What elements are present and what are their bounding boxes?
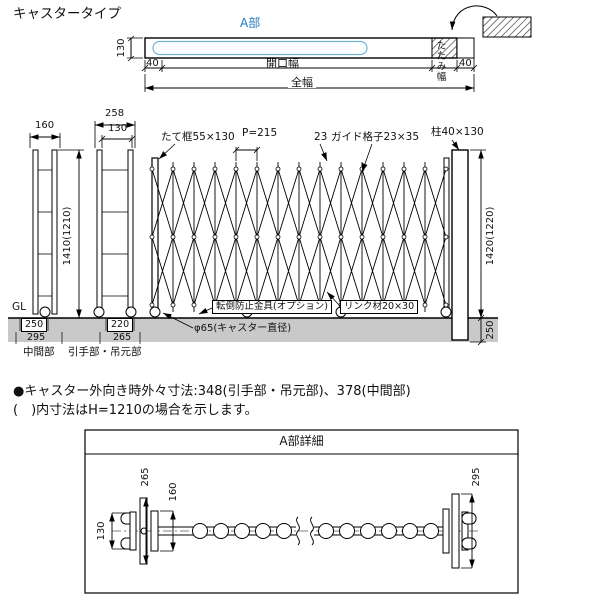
end-post-inner-dim: 130 [108,123,128,134]
plan-view-drawing [127,5,532,92]
plan-right-margin-dim: 40 [459,58,472,69]
plan-opening-width-label: 開口幅 [266,57,299,70]
plan-left-margin-dim: 40 [146,58,159,69]
mid-post-width-dim: 160 [35,120,55,131]
mid-base-width-dim: 250 [21,318,48,332]
page-title: キャスタータイプ [13,6,121,22]
end-section-label: 引手部・吊元部 [68,346,142,358]
note-outer-dimensions: ●キャスター外向き時外々寸法:348(引手部・吊元部)、378(中間部) [13,384,411,399]
plan-section-a-label: A部 [240,16,261,30]
tipover-bracket-callout: 転倒防止金具(オプション) [212,300,332,314]
detail-dim-160: 160 [168,482,179,502]
stile-spec-label: たて框55×130 [161,131,235,143]
pillar-height-dim: 1420(1220) [485,206,496,266]
plan-height-dim: 130 [116,38,127,58]
link-member-callout: リンク材20×30 [340,300,419,314]
gate-height-dim: 1410(1210) [62,206,73,266]
mid-section-label: 中間部 [23,346,55,358]
lattice-width-dim: 23 [314,131,328,143]
end-post-width-dim: 258 [105,108,125,119]
mid-base-outer-dim: 295 [27,332,46,343]
end-base-width-dim: 220 [107,318,134,332]
detail-title: A部詳細 [279,434,324,448]
elevation-drawing [8,121,498,346]
detail-drawing [84,429,519,594]
plan-total-width-label: 全幅 [288,77,316,88]
note-parenthesis: ( )内寸法はH=1210の場合を示します。 [13,403,258,418]
detail-dim-265: 265 [140,467,151,487]
caster-diameter-label: φ65(キャスター直径) [194,323,292,334]
pillar-spec-label: 柱40×130 [431,126,484,138]
embed-depth-dim: 250 [485,320,496,340]
guide-lattice-label: ガイド格子23×35 [331,131,420,143]
plan-folding-width-label: たたみ幅 [434,40,446,82]
end-base-outer-dim: 265 [113,332,132,343]
detail-dim-130: 130 [96,521,107,541]
ground-level-label: GL [12,301,26,313]
detail-dim-295: 295 [471,467,482,487]
pitch-dim-label: P=215 [242,127,278,139]
